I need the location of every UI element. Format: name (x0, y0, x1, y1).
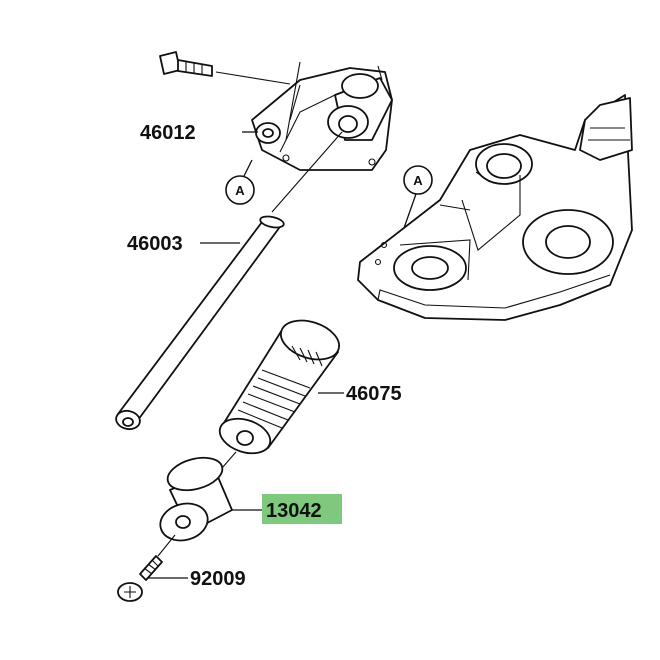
highlight-13042 (262, 494, 342, 524)
callout-a-left: A (225, 175, 255, 205)
handle-weight (159, 456, 233, 542)
handle-grip (218, 319, 340, 455)
callout-a-right: A (403, 165, 433, 195)
part-label-46075[interactable]: 46075 (346, 383, 402, 405)
part-label-13042[interactable]: 13042 (266, 500, 322, 522)
part-label-46012[interactable]: 46012 (140, 122, 196, 144)
steering-stem-head (357, 94, 633, 321)
handlebar-holder (251, 61, 393, 171)
callout-a-right-letter: A (413, 173, 423, 188)
part-label-92009[interactable]: 92009 (190, 568, 246, 590)
callout-a-left-letter: A (235, 183, 245, 198)
handlebar-tube (115, 215, 285, 431)
clamp-bolt (159, 51, 291, 85)
part-label-46003[interactable]: 46003 (127, 233, 183, 255)
weight-screw (117, 555, 163, 602)
